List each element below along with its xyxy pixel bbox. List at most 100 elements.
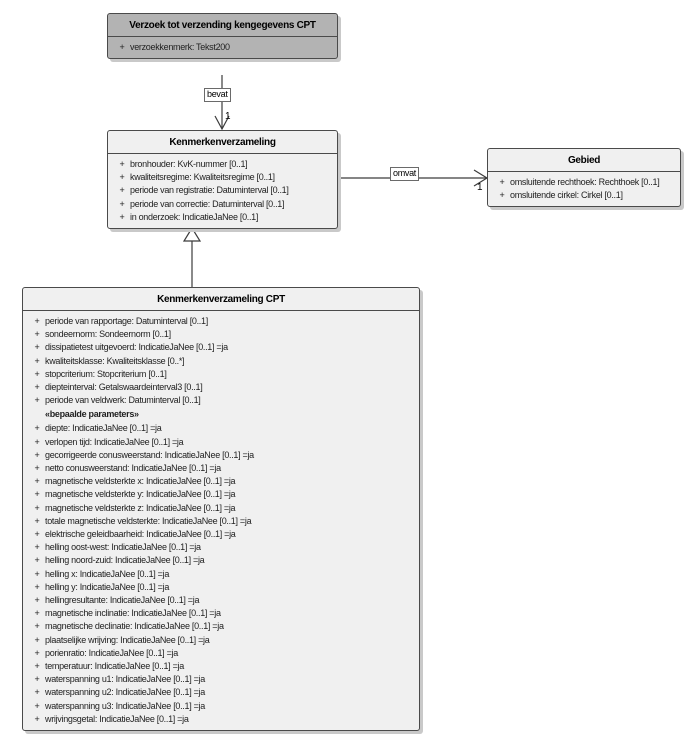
edge-multiplicity-bevat: 1	[225, 111, 231, 122]
attribute-visibility: +	[34, 489, 40, 500]
attribute-row: +helling y: IndicatieJaNee [0..1] =ja	[25, 581, 417, 594]
attribute-visibility: +	[34, 568, 40, 579]
attribute-visibility: +	[119, 185, 125, 196]
attribute-row: + magnetische declinatie: IndicatieJaNee …	[25, 620, 417, 633]
class-box-verzoek-tot-verzending-kengegevens-cpt[interactable]: Verzoek tot verzending kengegevens CPT +…	[107, 13, 338, 60]
attribute-text: verzoekkenmerk: Tekst200	[130, 42, 230, 52]
attribute-row: + periode van registratie: Datuminterval…	[110, 184, 335, 197]
attribute-row: + waterspanning u1: IndicatieJaNee [0..1]…	[25, 673, 417, 686]
attribute-text: helling noord-zuid: IndicatieJaNee [0..1…	[45, 555, 205, 566]
class-box-kenmerkenverzameling-cpt[interactable]: Kenmerkenverzameling CPT + periode van ra…	[22, 287, 420, 732]
attribute-text: magnetische declinatie: IndicatieJaNee […	[45, 621, 224, 632]
attribute-text: netto conusweerstand: IndicatieJaNee [0.…	[45, 463, 221, 474]
attribute-row: + helling oost-west: IndicatieJaNee [0..1…	[25, 541, 417, 554]
attribute-visibility: +	[34, 700, 40, 711]
attribute-text: hellingresultante: IndicatieJaNee [0..1]…	[45, 595, 200, 606]
attribute-row: +magnetische veldsterkte y: IndicatieJaN…	[25, 488, 417, 501]
attribute-row: +dissipatietest uitgevoerd: IndicatieJaN…	[25, 341, 417, 354]
attribute-text: omsluitende rechthoek: Rechthoek [0..1]	[510, 177, 660, 187]
attribute-text: bronhouder: KvK-nummer [0..1]	[130, 159, 248, 169]
attribute-row: + sondeernorm: Sondeernorm [0..1]	[25, 328, 417, 341]
attribute-visibility: +	[119, 159, 125, 169]
attribute-visibility: +	[34, 329, 40, 340]
attribute-text: periode van correctie: Datuminterval [0.…	[130, 198, 285, 209]
attribute-group-main: + periode van rapportage: Datuminterval […	[25, 315, 417, 407]
edge-label-bevat: bevat	[204, 88, 231, 102]
attribute-visibility: +	[34, 647, 40, 658]
attribute-visibility: +	[34, 555, 40, 566]
attribute-visibility: +	[119, 211, 125, 222]
attribute-row: + helling noord-zuid: IndicatieJaNee [0..…	[25, 554, 417, 567]
attribute-row: +temperatuur: IndicatieJaNee [0..1] =ja	[25, 660, 417, 673]
attribute-row: +porienratio: IndicatieJaNee [0..1] =ja	[25, 647, 417, 660]
attribute-text: sondeernorm: Sondeernorm [0..1]	[45, 329, 171, 340]
attribute-text: waterspanning u1: IndicatieJaNee [0..1] …	[45, 674, 205, 685]
class-attributes-kenmerkenverzameling: + bronhouder: KvK-nummer [0..1] + kwalit…	[108, 154, 337, 228]
attribute-row: +diepteinterval: Getalswaardeinterval3 […	[25, 381, 417, 394]
attribute-text: helling oost-west: IndicatieJaNee [0..1]…	[45, 542, 201, 553]
attribute-row: + verzoekkenmerk: Tekst200	[110, 41, 335, 54]
attribute-text: periode van veldwerk: Datuminterval [0..…	[45, 395, 201, 406]
attribute-visibility: +	[34, 674, 40, 685]
attribute-row: +verlopen tijd: IndicatieJaNee [0..1] =j…	[25, 436, 417, 449]
attribute-visibility: +	[499, 177, 505, 187]
attribute-row: + wrijvingsgetal: IndicatieJaNee [0..1] =…	[25, 713, 417, 726]
attribute-group-parameters: +diepte: IndicatieJaNee [0..1] =ja+verlo…	[25, 422, 417, 726]
attribute-row: + omsluitende rechthoek: Rechthoek [0..1…	[490, 176, 678, 189]
attribute-text: plaatselijke wrijving: IndicatieJaNee [0…	[45, 634, 210, 645]
attribute-visibility: +	[34, 436, 40, 447]
attribute-text: magnetische inclinatie: IndicatieJaNee […	[45, 608, 221, 619]
attribute-text: periode van rapportage: Datuminterval [0…	[45, 316, 208, 326]
attribute-visibility: +	[119, 42, 125, 52]
attribute-row: + plaatselijke wrijving: IndicatieJaNee […	[25, 634, 417, 647]
attribute-visibility: +	[34, 382, 40, 393]
attribute-row: + helling x: IndicatieJaNee [0..1] =ja	[25, 568, 417, 581]
attribute-row: +magnetische veldsterkte x: IndicatieJaN…	[25, 475, 417, 488]
class-title-kenmerkenverzameling-cpt: Kenmerkenverzameling CPT	[23, 288, 419, 311]
attribute-text: magnetische veldsterkte z: IndicatieJaNe…	[45, 502, 236, 513]
class-box-kenmerkenverzameling[interactable]: Kenmerkenverzameling + bronhouder: KvK-n…	[107, 130, 338, 230]
attribute-row: +hellingresultante: IndicatieJaNee [0..1…	[25, 594, 417, 607]
attribute-visibility: +	[34, 463, 40, 474]
attribute-row: +diepte: IndicatieJaNee [0..1] =ja	[25, 422, 417, 435]
attribute-row: +waterspanning u3: IndicatieJaNee [0..1]…	[25, 700, 417, 713]
attribute-text: wrijvingsgetal: IndicatieJaNee [0..1] =j…	[45, 713, 189, 724]
attribute-row: +kwaliteitsklasse: Kwaliteitsklasse [0..…	[25, 355, 417, 368]
attribute-visibility: +	[119, 198, 125, 209]
class-box-gebied[interactable]: Gebied + omsluitende rechthoek: Rechthoe…	[487, 148, 681, 208]
attribute-row: +gecorrigeerde conusweerstand: Indicatie…	[25, 449, 417, 462]
attribute-text: diepte: IndicatieJaNee [0..1] =ja	[45, 423, 162, 434]
attribute-visibility: +	[34, 542, 40, 553]
attribute-visibility: +	[34, 687, 40, 698]
attribute-row: +periode van veldwerk: Datuminterval [0.…	[25, 394, 417, 407]
attribute-row: +magnetische veldsterkte z: IndicatieJaN…	[25, 502, 417, 515]
attribute-visibility: +	[34, 476, 40, 487]
class-attributes-kenmerkenverzameling-cpt: + periode van rapportage: Datuminterval […	[23, 311, 419, 730]
attribute-visibility: +	[119, 172, 125, 183]
attribute-visibility: +	[34, 355, 40, 366]
attribute-row: +magnetische inclinatie: IndicatieJaNee …	[25, 607, 417, 620]
class-attributes-gebied: + omsluitende rechthoek: Rechthoek [0..1…	[488, 172, 680, 206]
attribute-row: + omsluitende cirkel: Cirkel [0..1]	[490, 189, 678, 202]
attribute-visibility: +	[34, 634, 40, 645]
attribute-text: kwaliteitsregime: Kwaliteitsregime [0..1…	[130, 172, 275, 183]
class-title-verzoek: Verzoek tot verzending kengegevens CPT	[108, 14, 337, 37]
edge-label-omvat: omvat	[390, 167, 420, 181]
attribute-visibility: +	[34, 621, 40, 632]
attribute-visibility: +	[34, 713, 40, 724]
attribute-row: + periode van correctie: Datuminterval […	[110, 198, 335, 211]
attribute-text: helling x: IndicatieJaNee [0..1] =ja	[45, 568, 170, 579]
attribute-visibility: +	[499, 190, 505, 201]
attribute-text: totale magnetische veldsterkte: Indicati…	[45, 515, 252, 526]
attribute-text: omsluitende cirkel: Cirkel [0..1]	[510, 190, 623, 201]
attribute-row: + in onderzoek: IndicatieJaNee [0..1]	[110, 211, 335, 224]
attribute-row: +stopcriterium: Stopcriterium [0..1]	[25, 368, 417, 381]
attribute-row: + periode van rapportage: Datuminterval […	[25, 315, 417, 328]
attribute-row: +waterspanning u2: IndicatieJaNee [0..1]…	[25, 686, 417, 699]
attribute-row: +totale magnetische veldsterkte: Indicat…	[25, 515, 417, 528]
class-title-kenmerkenverzameling: Kenmerkenverzameling	[108, 131, 337, 154]
attribute-visibility: +	[34, 316, 40, 326]
attribute-visibility: +	[34, 449, 40, 460]
attribute-row: + bronhouder: KvK-nummer [0..1]	[110, 158, 335, 171]
attribute-text: stopcriterium: Stopcriterium [0..1]	[45, 368, 167, 379]
